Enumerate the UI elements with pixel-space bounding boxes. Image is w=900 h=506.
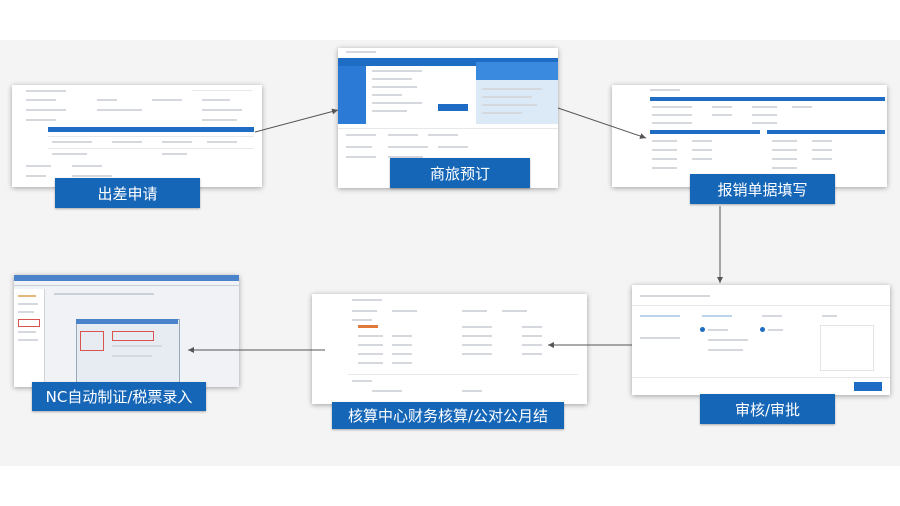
step-label-travel-application: 出差申请 — [55, 178, 200, 208]
step-label-nc-auto-voucher: NC自动制证/税票录入 — [32, 382, 206, 411]
arrow-booking-to-expense — [557, 107, 647, 139]
arrow-application-to-booking — [254, 108, 339, 133]
expense-report-screenshot — [612, 85, 887, 187]
accounting-center-screenshot — [312, 294, 587, 404]
step-label-expense-report-filling: 报销单据填写 — [690, 174, 835, 204]
step-label-review-approval: 审核/审批 — [700, 394, 835, 424]
step-label-business-travel-booking: 商旅预订 — [390, 158, 530, 188]
travel-application-screenshot — [12, 85, 262, 187]
review-approval-screenshot — [632, 285, 890, 395]
top-band — [0, 0, 900, 40]
bottom-band — [0, 466, 900, 506]
nc-auto-voucher-screenshot — [14, 275, 239, 387]
step-label-accounting-center: 核算中心财务核算/公对公月结 — [332, 402, 564, 429]
